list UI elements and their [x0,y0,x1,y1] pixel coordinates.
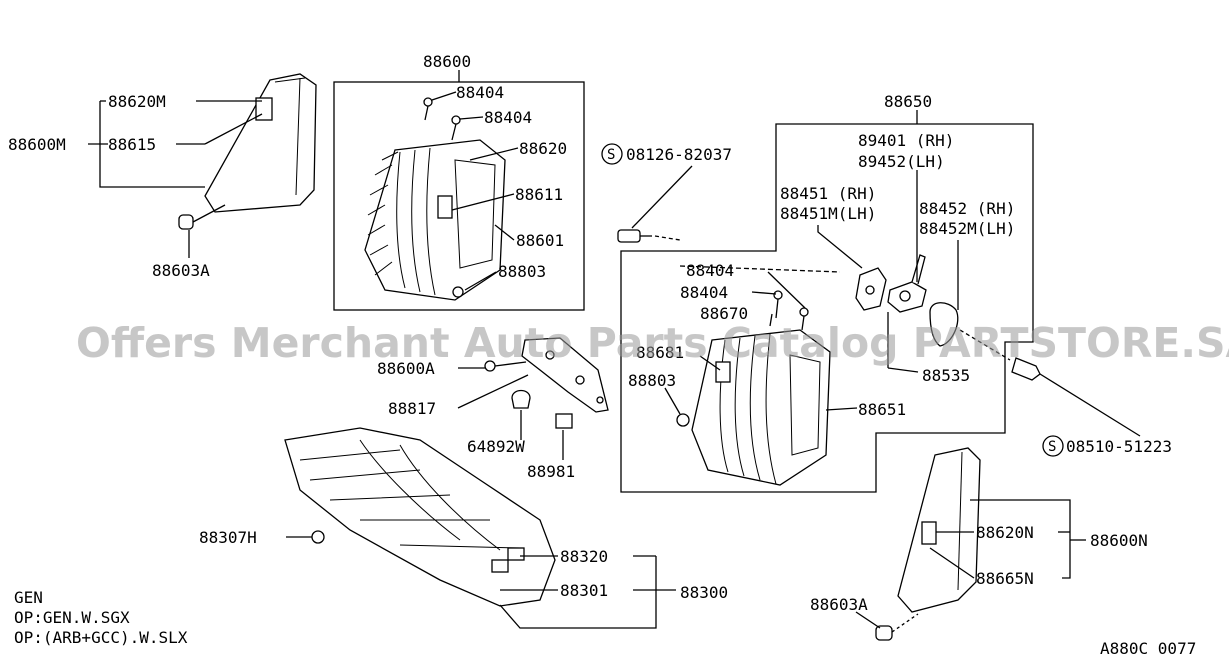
legend-line-3: OP:(ARB+GCC).W.SLX [14,628,188,647]
label-88681[interactable]: 88681 [636,343,684,362]
clip-88603A-a [178,204,226,230]
seat-cushion-88300 [284,427,556,607]
label-08510-51223[interactable]: 08510-51223 [1066,437,1172,456]
legend-line-1: GEN [14,588,43,607]
label-88320[interactable]: 88320 [560,547,608,566]
clip-88404-a [423,97,433,121]
label-88404-d[interactable]: 88404 [680,283,728,302]
screw-08510 [1011,357,1041,381]
label-88404-c[interactable]: 88404 [686,261,734,280]
seat-back-88651 [691,329,831,486]
label-88603A-a[interactable]: 88603A [152,261,210,280]
clip-88404-d [799,307,809,331]
screw-symbol-2 [1042,435,1064,457]
label-88404-a[interactable]: 88404 [456,83,504,102]
label-88451[interactable]: 88451 (RH) [780,184,876,203]
label-88651[interactable]: 88651 [858,400,906,419]
cover-88452 [929,302,959,347]
clip-88307H [311,530,325,544]
label-89401[interactable]: 89401 (RH) [858,131,954,150]
label-88301[interactable]: 88301 [560,581,608,600]
label-88620M[interactable]: 88620M [108,92,166,111]
seat-back-88601 [364,139,506,301]
label-88650[interactable]: 88650 [884,92,932,111]
label-88452[interactable]: 88452 (RH) [919,199,1015,218]
label-88535[interactable]: 88535 [922,366,970,385]
bracket-88600A [521,337,609,413]
label-88803-a[interactable]: 88803 [498,262,546,281]
label-88670[interactable]: 88670 [700,304,748,323]
screw-symbol-1-text: S [607,147,615,163]
label-88600N[interactable]: 88600N [1090,531,1148,550]
clip-88603A-b [875,613,919,641]
label-88615[interactable]: 88615 [108,135,156,154]
label-89452[interactable]: 89452(LH) [858,152,945,171]
label-88665N[interactable]: 88665N [976,569,1034,588]
screw-08126 [617,229,652,243]
label-88451M[interactable]: 88451M(LH) [780,204,876,223]
watermark: Offers Merchant Auto Parts Catalog PARTS… [76,319,1229,367]
label-88620[interactable]: 88620 [519,139,567,158]
label-08126-82037[interactable]: 08126-82037 [626,145,732,164]
pad-88981 [555,413,573,429]
label-88620N[interactable]: 88620N [976,523,1034,542]
diagram-code: A880C 0077 [1100,639,1196,658]
label-64892W[interactable]: 64892W [467,437,525,456]
hinge-bracket-88451 [855,267,887,311]
clip-88404-b [451,115,461,141]
clip-88803-a [452,286,464,298]
label-88601[interactable]: 88601 [516,231,564,250]
label-88600M[interactable]: 88600M [8,135,66,154]
screw-symbol-2-text: S [1048,439,1056,455]
side-bolster-right [897,447,981,613]
label-88600A[interactable]: 88600A [377,359,435,378]
label-88404-b[interactable]: 88404 [484,108,532,127]
side-bolster-left [204,73,317,213]
label-88803-b[interactable]: 88803 [628,371,676,390]
label-88307H[interactable]: 88307H [199,528,257,547]
label-88300[interactable]: 88300 [680,583,728,602]
cap-64892W [511,389,531,409]
legend-line-2: OP:GEN.W.SGX [14,608,130,627]
label-88452M[interactable]: 88452M(LH) [919,219,1015,238]
label-88981[interactable]: 88981 [527,462,575,481]
label-88611[interactable]: 88611 [515,185,563,204]
hinge-lever-89401 [887,254,927,313]
label-88603A-b[interactable]: 88603A [810,595,868,614]
screw-symbol-1 [601,143,623,165]
clip-88803-b [676,413,690,427]
label-88817[interactable]: 88817 [388,399,436,418]
label-88600[interactable]: 88600 [423,52,471,71]
box-88650 [620,123,1034,493]
clip-88404-c [773,290,783,319]
